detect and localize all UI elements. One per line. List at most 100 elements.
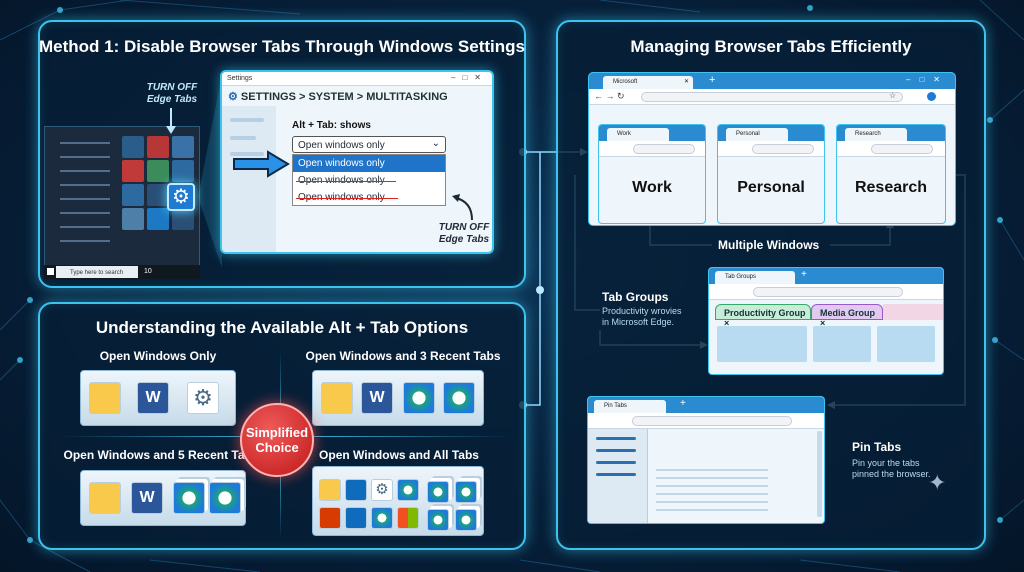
- sidebar-item[interactable]: [230, 152, 264, 156]
- work-window[interactable]: Work Work: [598, 124, 706, 224]
- new-tab-icon[interactable]: +: [709, 74, 716, 86]
- window-controls[interactable]: –□✕: [451, 73, 488, 82]
- option-icons-box: W ⚙: [80, 370, 236, 426]
- curved-arrow-icon: [452, 194, 473, 221]
- star-icon[interactable]: ☆: [889, 91, 897, 100]
- word-icon: W: [131, 482, 163, 514]
- sidebar-item[interactable]: [230, 118, 264, 122]
- callout-top: TURN OFF Edge Tabs: [146, 82, 198, 105]
- content-card: [877, 326, 935, 362]
- tab-groups-window: Tab Groups + Productivity Group × Media …: [708, 267, 944, 375]
- browser-tab[interactable]: Microsoft✕: [603, 76, 693, 89]
- address-bar[interactable]: [752, 144, 814, 154]
- browser-tab[interactable]: Research: [845, 128, 907, 141]
- tile: [147, 160, 169, 182]
- option-label: Open Windows and 5 Recent Tabs: [63, 448, 259, 462]
- dropdown-option[interactable]: Open windows only: [293, 189, 445, 206]
- tab-groups-desc: Productivity wrovies in Microsoft Edge.: [602, 306, 682, 327]
- window-controls[interactable]: –□✕: [906, 75, 949, 84]
- tab-bar: Pin Tabs +: [588, 397, 824, 413]
- callout-bottom: TURN OFF Edge Tabs: [438, 222, 490, 245]
- settings-gear-icon[interactable]: ⚙: [167, 183, 195, 211]
- browser-tab[interactable]: Pin Tabs: [594, 400, 666, 413]
- gear-icon: ⚙: [371, 479, 393, 501]
- tile: [147, 136, 169, 158]
- settings-breadcrumb: ⚙ SETTINGS > SYSTEM > MULTITASKING: [228, 90, 448, 103]
- alt-tab-dropdown[interactable]: Open windows only ⌄: [292, 136, 446, 153]
- tile: [172, 160, 194, 182]
- pinned-tab[interactable]: [596, 449, 636, 452]
- dropdown-option[interactable]: Open windows only: [293, 155, 445, 172]
- pinned-tab[interactable]: [596, 437, 636, 440]
- alt-tab-label: Alt + Tab: shows: [292, 120, 371, 131]
- address-bar[interactable]: [871, 144, 933, 154]
- sidebar-item[interactable]: [230, 136, 256, 140]
- taskbar-clock: 10: [144, 268, 152, 275]
- edge-icon: [455, 481, 477, 503]
- multiple-windows-label: Multiple Windows: [718, 238, 820, 252]
- address-bar[interactable]: [632, 416, 792, 426]
- new-tab-icon[interactable]: +: [801, 269, 807, 280]
- start-menu-list: [60, 134, 110, 244]
- zoom-beam: [198, 74, 222, 268]
- edge-icon: [371, 507, 393, 529]
- options-title: Understanding the Available Alt + Tab Op…: [95, 318, 469, 337]
- dropdown-selected: Open windows only: [298, 140, 385, 151]
- address-bar-row: [718, 141, 824, 157]
- chevron-down-icon: ⌄: [431, 138, 440, 149]
- outlook-icon: [345, 507, 367, 529]
- settings-window-title: Settings: [227, 75, 253, 82]
- breadcrumb-text: SETTINGS > SYSTEM > MULTITASKING: [240, 91, 448, 103]
- pin-tabs-desc: Pin your the tabs pinned the browser.: [852, 458, 931, 479]
- nav-arrows-icon[interactable]: ← → ↻: [594, 91, 625, 101]
- outlook-icon: [345, 479, 367, 501]
- store-icon: [397, 507, 419, 529]
- option-label: Open Windows and 3 Recent Tabs: [305, 349, 501, 363]
- dropdown-option[interactable]: Open windows only: [293, 172, 445, 189]
- edge-icon: [403, 382, 435, 414]
- pinned-tab[interactable]: [596, 473, 636, 476]
- method1-title: Method 1: Disable Browser Tabs Through W…: [39, 37, 525, 56]
- windows-logo-icon[interactable]: [47, 268, 54, 275]
- option-icons-box: W: [80, 470, 246, 526]
- close-icon[interactable]: ✕: [683, 79, 689, 85]
- browser-tab[interactable]: Work: [607, 128, 669, 141]
- edge-icon: [427, 509, 449, 531]
- managing-title: Managing Browser Tabs Efficiently: [630, 37, 912, 56]
- option-label: Open Windows and All Tabs: [319, 448, 479, 462]
- strikethrough: [296, 181, 396, 182]
- address-bar[interactable]: [753, 287, 903, 297]
- folder-icon: [321, 382, 353, 414]
- pinned-tabs-sidebar: [588, 429, 648, 523]
- tab-bar: Work: [599, 125, 705, 141]
- productivity-group-tab[interactable]: Productivity Group ×: [715, 304, 811, 328]
- tile: [172, 208, 194, 230]
- address-bar-row: [599, 141, 705, 157]
- media-group-tab[interactable]: Media Group ×: [811, 304, 883, 328]
- tab-groups-heading: Tab Groups: [602, 290, 669, 304]
- tab-bar: Personal: [718, 125, 824, 141]
- pin-tabs-window: Pin Tabs +: [587, 396, 825, 524]
- tile: [122, 136, 144, 158]
- browser-tab[interactable]: Tab Groups: [715, 271, 795, 284]
- dropdown-list: Open windows only Open windows only Open…: [292, 154, 446, 206]
- taskbar-search-box[interactable]: Type here to search: [56, 266, 138, 278]
- window-name: Personal: [737, 179, 805, 196]
- profile-icon[interactable]: [927, 92, 936, 101]
- tab-bar: Tab Groups +: [709, 268, 943, 284]
- tile: [122, 208, 144, 230]
- address-bar-row: [837, 141, 945, 157]
- pinned-tab[interactable]: [596, 461, 636, 464]
- sparkle-icon: ✦: [928, 470, 947, 495]
- new-tab-icon[interactable]: +: [680, 398, 686, 409]
- address-bar-row: [709, 284, 943, 300]
- browser-tab[interactable]: Personal: [726, 128, 788, 141]
- address-bar[interactable]: [633, 144, 695, 154]
- folder-icon: [89, 382, 121, 414]
- personal-window[interactable]: Personal Personal: [717, 124, 825, 224]
- scrollbar[interactable]: [817, 431, 822, 517]
- settings-title-bar: Settings –□✕: [222, 72, 492, 86]
- folder-icon: [89, 482, 121, 514]
- address-bar[interactable]: [641, 92, 903, 102]
- research-window[interactable]: Research Research: [836, 124, 946, 224]
